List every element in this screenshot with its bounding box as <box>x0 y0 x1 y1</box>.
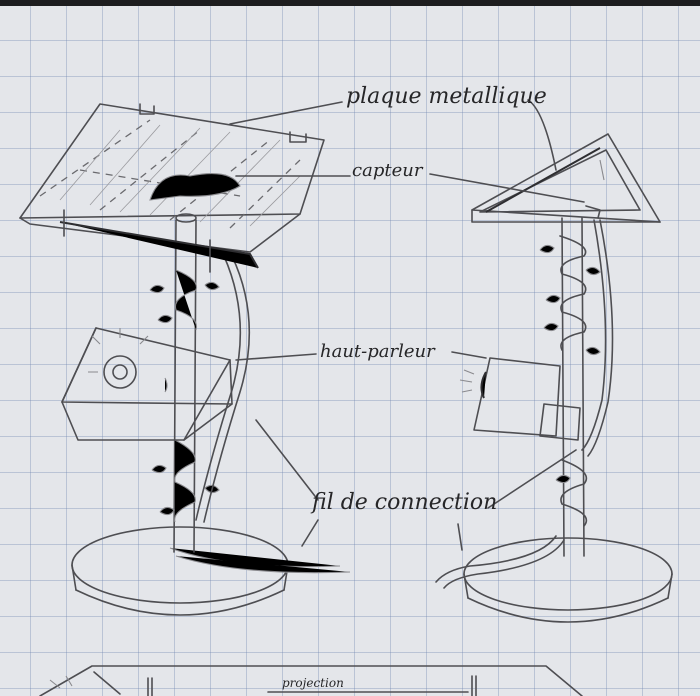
left-speaker-box <box>62 328 232 440</box>
left-wire <box>196 256 249 522</box>
label-capteur: capteur <box>352 160 422 181</box>
left-base-disc <box>72 527 350 615</box>
right-device <box>436 134 672 622</box>
label-plaque-metallique: plaque metallique <box>346 84 547 109</box>
left-device <box>20 104 350 615</box>
label-projection: projection <box>282 676 344 690</box>
left-pole <box>174 214 197 552</box>
right-vine <box>540 236 600 526</box>
right-base-disc <box>436 536 672 622</box>
right-metal-plate <box>472 134 660 222</box>
label-fil-de-connection: fil de connection <box>312 490 497 515</box>
left-metal-plate <box>20 104 324 272</box>
right-wire <box>582 220 613 456</box>
right-speaker <box>460 358 580 440</box>
label-haut-parleur: haut-parleur <box>320 341 435 362</box>
